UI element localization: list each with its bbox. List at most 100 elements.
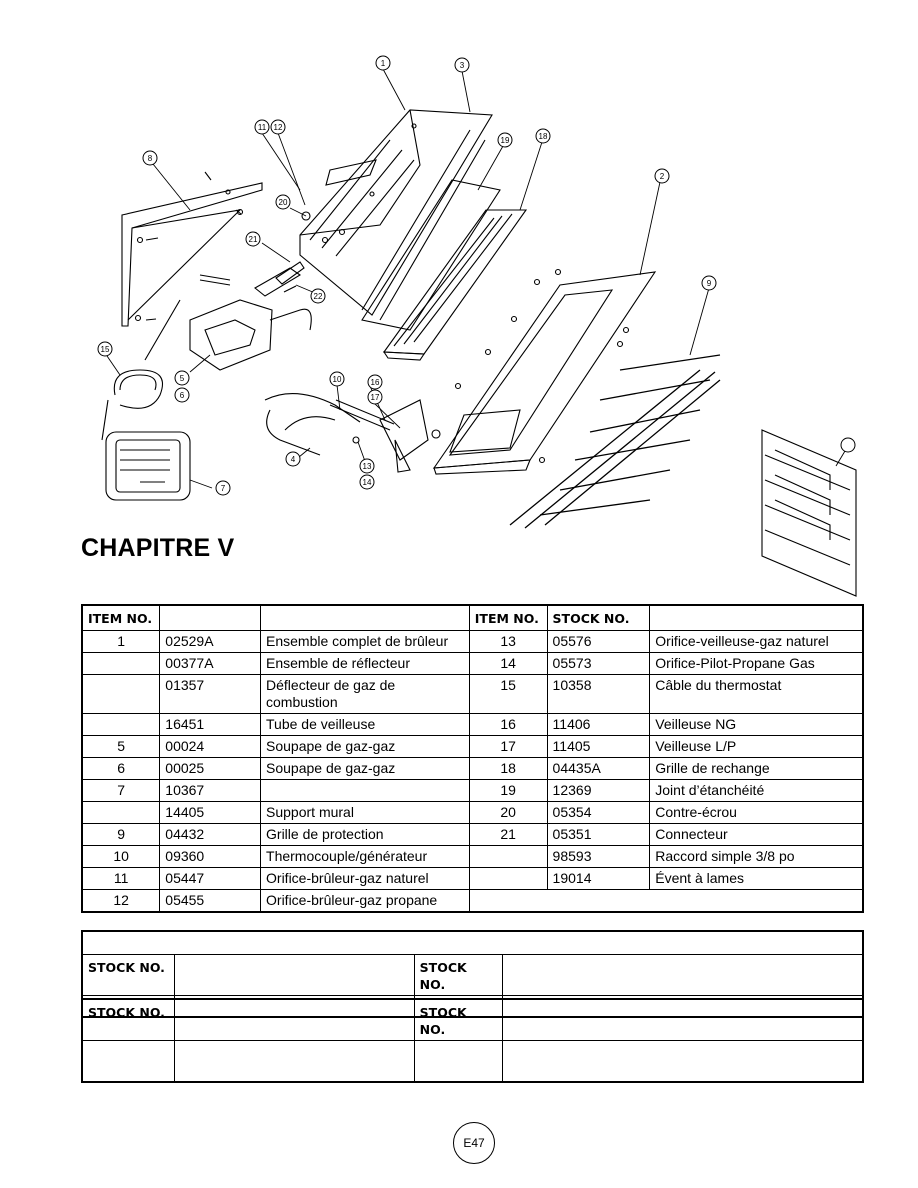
stock-no-cell: 02529A — [159, 630, 262, 653]
stock-table-2-header-description-right — [501, 998, 864, 1041]
stock-no-cell: 05576 — [546, 630, 651, 653]
svg-text:10: 10 — [333, 375, 342, 384]
description-cell: Raccord simple 3/8 po — [649, 845, 864, 868]
callout-21: 21 — [245, 231, 261, 247]
callout-4: 4 — [285, 451, 301, 467]
stock-table-2-header: STOCK NO. STOCK NO. — [81, 998, 864, 1041]
burner-assembly-drawing — [299, 109, 493, 321]
stock-table-2-header-description — [174, 998, 415, 1041]
stock-no-cell: 04432 — [159, 823, 262, 846]
stock-table-1-header: STOCK NO. STOCK NO. — [81, 954, 864, 996]
callout-12: 12 — [270, 119, 286, 135]
description-cell: Veilleuse L/P — [649, 735, 864, 758]
page-number: E47 — [453, 1122, 495, 1164]
thermostat-drawing — [105, 431, 191, 501]
callout-10: 10 — [329, 371, 345, 387]
stock-no-cell: 10358 — [546, 674, 651, 714]
stock-no-cell: 01357 — [159, 674, 262, 714]
svg-text:3: 3 — [460, 61, 465, 70]
item-no-cell — [81, 652, 161, 675]
stock-no-cell: 00024 — [159, 735, 262, 758]
description-cell — [260, 779, 470, 802]
callout-leader-lines — [104, 68, 846, 489]
callout-13: 13 — [359, 458, 375, 474]
item-no-cell: 5 — [81, 735, 161, 758]
item-no-cell: 11 — [81, 867, 161, 890]
callout-14: 14 — [359, 474, 375, 490]
description-cell: Orifice-Pilot-Propane Gas — [649, 652, 864, 675]
svg-text:12: 12 — [274, 123, 283, 132]
svg-text:4: 4 — [291, 455, 296, 464]
description-cell: Connecteur — [649, 823, 864, 846]
stock-no-cell: 05573 — [546, 652, 651, 675]
callout-3: 3 — [454, 57, 470, 73]
item-no-cell: 6 — [81, 757, 161, 780]
stock-table-2: STOCK NO. STOCK NO. — [81, 998, 864, 1083]
stock-table-1-header-description-right — [501, 954, 864, 996]
stock-no-cell: 05354 — [546, 801, 651, 824]
item-no-cell — [81, 674, 161, 714]
item-no-cell — [468, 845, 548, 868]
item-no-cell: 21 — [468, 823, 548, 846]
stock-no-cell: 16451 — [159, 713, 262, 736]
item-no-cell: 18 — [468, 757, 548, 780]
callout-20: 20 — [275, 194, 291, 210]
stock-table-2-cell — [501, 1040, 864, 1083]
stock-no-cell: 05351 — [546, 823, 651, 846]
pilot-assembly-drawing — [264, 393, 441, 473]
item-no-cell: 19 — [468, 779, 548, 802]
svg-text:22: 22 — [314, 292, 323, 301]
gasket-and-grid-drawing — [361, 179, 528, 361]
svg-text:9: 9 — [707, 279, 712, 288]
svg-text:7: 7 — [221, 484, 226, 493]
callout-5: 5 — [174, 370, 190, 386]
item-no-cell — [81, 713, 161, 736]
stock-table-1-header-description — [174, 954, 415, 996]
stock-no-cell: 09360 — [159, 845, 262, 868]
callout-11: 11 — [254, 119, 270, 135]
item-no-cell — [81, 801, 161, 824]
svg-text:19: 19 — [501, 136, 510, 145]
svg-text:17: 17 — [371, 393, 380, 402]
item-no-cell: 13 — [468, 630, 548, 653]
header-description — [260, 604, 470, 631]
svg-text:14: 14 — [363, 478, 372, 487]
svg-text:6: 6 — [180, 391, 185, 400]
callout-1: 1 — [375, 55, 391, 71]
parts-table-header: ITEM NO. ITEM NO. STOCK NO. — [81, 604, 864, 631]
description-cell: Ensemble complet de brûleur — [260, 630, 470, 653]
header-description-right — [649, 604, 864, 631]
stock-table-1-header-stock-no: STOCK NO. — [81, 954, 176, 996]
stock-table-1-title-row — [81, 930, 864, 955]
svg-text:11: 11 — [258, 123, 267, 132]
description-cell: Orifice-brûleur-gaz naturel — [260, 867, 470, 890]
svg-text:13: 13 — [363, 462, 372, 471]
stock-no-cell: 10367 — [159, 779, 262, 802]
header-item-no: ITEM NO. — [81, 604, 161, 631]
description-cell: Évent à lames — [649, 867, 864, 890]
callout-16: 16 — [367, 374, 383, 390]
callout-8: 8 — [142, 150, 158, 166]
header-stock-no — [159, 604, 262, 631]
description-cell: Ensemble de réflecteur — [260, 652, 470, 675]
callout-2: 2 — [654, 168, 670, 184]
item-no-cell: 15 — [468, 674, 548, 714]
description-cell: Grille de protection — [260, 823, 470, 846]
callout-18: 18 — [535, 128, 551, 144]
item-no-cell: 17 — [468, 735, 548, 758]
callout-7: 7 — [215, 480, 231, 496]
gas-valve-drawing — [189, 267, 312, 371]
stock-table-2-cell — [81, 1040, 176, 1083]
stock-no-cell: 12369 — [546, 779, 651, 802]
stock-table-2-header-stock-no: STOCK NO. — [81, 998, 176, 1041]
